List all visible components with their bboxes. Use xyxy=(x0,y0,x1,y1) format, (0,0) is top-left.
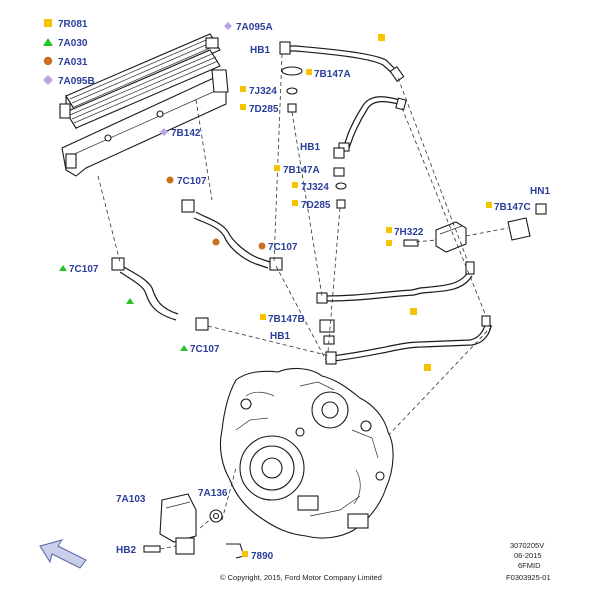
marker-7b147a-top xyxy=(306,69,312,75)
callout-7c107-d: 7C107 xyxy=(190,344,220,355)
callout-7a136: 7A136 xyxy=(198,488,228,499)
washer-7j324-top xyxy=(286,87,298,95)
marker-7c107-c xyxy=(59,265,67,271)
callout-7890: 7890 xyxy=(251,551,274,562)
callout-7a103: 7A103 xyxy=(116,494,146,505)
callout-7c107-a: 7C107 xyxy=(177,176,207,187)
marker-7a095a xyxy=(224,22,232,30)
callout-7a095a: 7A095A xyxy=(236,22,273,33)
callout-7b147b: 7B147B xyxy=(268,314,305,325)
component-7890 xyxy=(226,543,245,559)
marker-tube-upper xyxy=(378,34,385,41)
callout-7j324-top: 7J324 xyxy=(249,86,277,97)
legend-triangle-marker xyxy=(43,38,53,46)
callout-7c107-b: 7C107 xyxy=(268,242,298,253)
callout-hn1: HN1 xyxy=(530,186,550,197)
marker-7h322 xyxy=(386,227,392,233)
nut-7d285-top xyxy=(287,103,297,113)
marker-7b147c xyxy=(486,202,492,208)
footer-ref-1: 3070205V xyxy=(510,541,544,550)
marker-hose-lower xyxy=(126,298,134,304)
component-7a103 xyxy=(159,493,197,543)
hb1-bolt-top xyxy=(279,41,291,55)
legend-square-marker xyxy=(44,19,52,27)
callout-7b147a-mid: 7B147A xyxy=(283,165,320,176)
clip-7b147b xyxy=(319,319,335,333)
callout-hb2: HB2 xyxy=(116,545,136,556)
marker-7b142 xyxy=(160,128,168,136)
marker-7d285-top xyxy=(240,104,246,110)
callout-7d285-top: 7D285 xyxy=(249,104,279,115)
callout-7h322: 7H322 xyxy=(394,227,424,238)
marker-7j324-mid xyxy=(292,182,298,188)
oil-cooler xyxy=(59,33,221,130)
legend-label-3: 7A031 xyxy=(58,57,88,68)
hose-clamp-b xyxy=(269,257,283,271)
bracket-7b147c xyxy=(507,217,531,241)
nut-hn1 xyxy=(535,203,547,215)
callout-7b147a-top: 7B147A xyxy=(314,69,351,80)
marker-7h322-bolt xyxy=(386,240,392,246)
hb1-bolt-mid xyxy=(333,147,345,159)
legend-circle-marker xyxy=(43,56,53,66)
marker-7c107-a xyxy=(166,176,174,184)
callout-7j324-mid: 7J324 xyxy=(301,182,329,193)
footer-ref-4: F0303925-01 xyxy=(506,573,551,582)
hose-clamp-d xyxy=(195,317,209,331)
hose-clamp-a xyxy=(181,199,195,213)
marker-hose-upper xyxy=(212,238,220,246)
marker-7b147a-mid xyxy=(274,165,280,171)
legend: 7R081 7A030 7A031 7A095B xyxy=(43,19,95,87)
clip-7b147a-mid xyxy=(333,167,345,177)
lower-components xyxy=(143,467,245,559)
marker-7c107-b xyxy=(258,242,266,250)
nut-7d285-mid xyxy=(336,199,346,209)
leader-lines xyxy=(97,53,509,441)
callout-hb1-low: HB1 xyxy=(270,331,290,342)
callouts: 7A095A 7B142 HB1 7B147A 7J324 7D285 HB1 … xyxy=(59,22,550,562)
footer-copyright: © Copyright, 2015, Ford Motor Company Li… xyxy=(220,573,382,582)
component-7a103-mount xyxy=(175,537,195,555)
bolt-7h322 xyxy=(403,239,419,247)
washer-7j324-mid xyxy=(335,182,347,190)
bracket-7h322 xyxy=(435,221,467,253)
footer-ref-3: 6FMID xyxy=(518,561,541,570)
fasteners xyxy=(111,41,547,345)
transmission xyxy=(219,367,394,539)
legend-label-4: 7A095B xyxy=(58,76,95,87)
callout-7b147c: 7B147C xyxy=(494,202,531,213)
marker-7j324-top xyxy=(240,86,246,92)
callout-hb1-top: HB1 xyxy=(250,45,270,56)
footer-ref-2: 06-2015 xyxy=(514,551,542,560)
legend-label-1: 7R081 xyxy=(58,19,88,30)
bolt-hb2 xyxy=(143,545,161,553)
cooler-hoses xyxy=(119,211,271,321)
cooler-bracket xyxy=(61,69,229,177)
marker-7890 xyxy=(242,551,248,557)
legend-label-2: 7A030 xyxy=(58,38,88,49)
callout-7b142: 7B142 xyxy=(171,128,201,139)
clip-7b147a-top xyxy=(281,66,303,76)
marker-tube-mid xyxy=(410,308,417,315)
marker-tube-low xyxy=(424,364,431,371)
callout-hb1-mid: HB1 xyxy=(300,142,320,153)
marker-7b147b xyxy=(260,314,266,320)
footer: © Copyright, 2015, Ford Motor Company Li… xyxy=(220,541,551,582)
cooler-tubes xyxy=(290,45,492,365)
marker-7d285-mid xyxy=(292,200,298,206)
callout-7c107-c: 7C107 xyxy=(69,264,99,275)
front-direction-arrow-icon xyxy=(39,539,87,569)
legend-diamond-marker xyxy=(43,75,53,85)
marker-7c107-d xyxy=(180,345,188,351)
hose-clamp-c xyxy=(111,257,125,271)
callout-7d285-mid: 7D285 xyxy=(301,200,331,211)
